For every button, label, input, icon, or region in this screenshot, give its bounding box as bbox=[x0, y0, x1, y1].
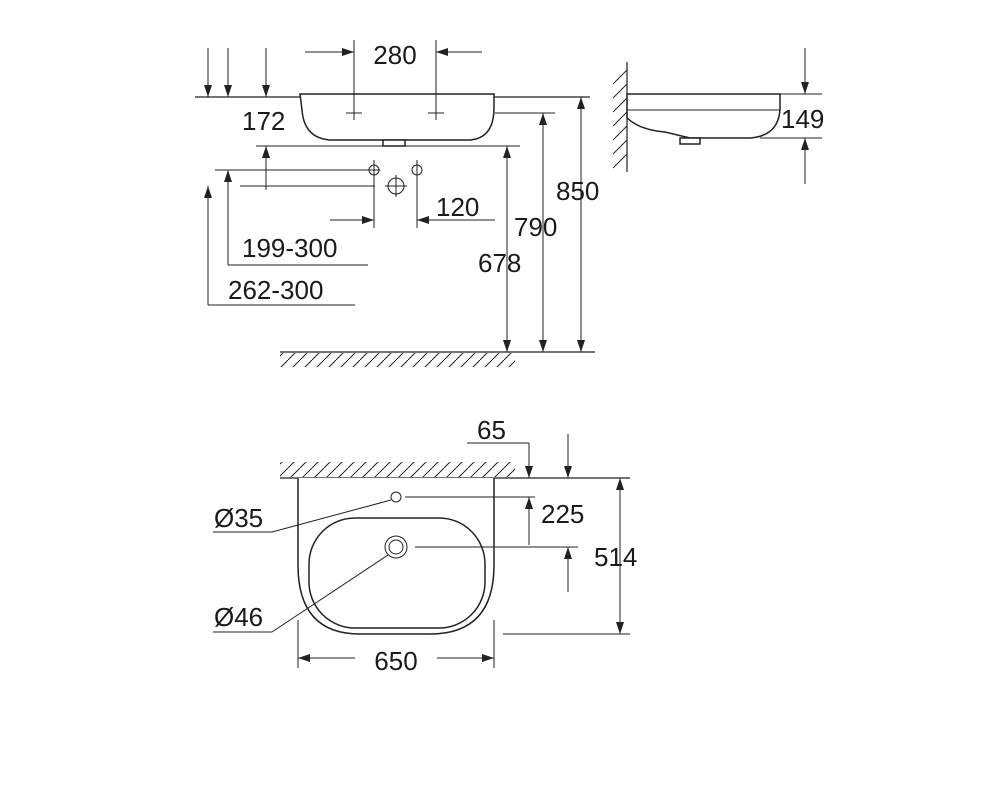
arrow bbox=[262, 85, 270, 97]
arrow bbox=[262, 146, 270, 158]
arrow bbox=[436, 48, 448, 56]
floor-hatching bbox=[280, 353, 515, 367]
dim-height-678-label: 678 bbox=[478, 248, 521, 278]
dim-tap-offset-label: 65 bbox=[477, 415, 506, 445]
arrow bbox=[482, 654, 494, 662]
dim-range-b-label: 262-300 bbox=[228, 275, 323, 305]
arrow bbox=[577, 97, 585, 109]
plan-wall-hatching bbox=[280, 462, 515, 477]
arrow bbox=[503, 340, 511, 352]
plan-view: 65 Ø35 225 Ø46 514 650 bbox=[213, 415, 637, 676]
arrow bbox=[616, 622, 624, 634]
dim-tap-drop-label: 120 bbox=[436, 192, 479, 222]
basin-front-body bbox=[299, 93, 495, 141]
arrow bbox=[539, 113, 547, 125]
front-elevation: 280 172 120 1 bbox=[195, 40, 599, 367]
dim-tap-hole-dia-label: Ø35 bbox=[214, 503, 263, 533]
basin-bowl bbox=[308, 517, 486, 629]
dim-height-850-label: 850 bbox=[556, 176, 599, 206]
dim-rim-height-label: 149 bbox=[781, 104, 824, 134]
dim-depth-rim-label: 172 bbox=[242, 106, 285, 136]
dim-tap-spacing-label: 280 bbox=[373, 40, 416, 70]
dim-d35-pointer bbox=[271, 499, 392, 533]
arrow bbox=[503, 146, 511, 158]
dim-drain-dia-label: Ø46 bbox=[214, 602, 263, 632]
arrow bbox=[362, 216, 374, 224]
dim-range-a-label: 199-300 bbox=[242, 233, 337, 263]
wall-connection-symbol bbox=[215, 160, 423, 228]
arrow bbox=[224, 85, 232, 97]
arrow bbox=[564, 466, 572, 478]
dim-height-790-label: 790 bbox=[514, 212, 557, 242]
arrow bbox=[525, 497, 533, 509]
arrow bbox=[298, 654, 310, 662]
drain-stub bbox=[382, 139, 406, 147]
dim-d46-pointer bbox=[271, 554, 389, 633]
side-drain-stub bbox=[679, 137, 701, 145]
dim-drain-offset-label: 225 bbox=[541, 499, 584, 529]
drain-outer bbox=[384, 535, 408, 559]
basin-side-profile bbox=[626, 93, 781, 139]
arrow bbox=[801, 138, 809, 150]
arrow bbox=[616, 478, 624, 490]
arrow bbox=[801, 82, 809, 94]
arrow bbox=[525, 466, 533, 478]
dim-depth-label: 514 bbox=[594, 542, 637, 572]
wall-hatching bbox=[612, 69, 628, 169]
tap-hole bbox=[390, 491, 402, 503]
arrow bbox=[204, 85, 212, 97]
arrow bbox=[417, 216, 429, 224]
arrow bbox=[342, 48, 354, 56]
tap-hole-marker-right bbox=[428, 106, 444, 120]
dim-width-label: 650 bbox=[374, 646, 417, 676]
arrow bbox=[577, 340, 585, 352]
arrow bbox=[224, 170, 232, 182]
drain-inner bbox=[388, 539, 404, 555]
tap-hole-marker-left bbox=[346, 106, 362, 120]
arrow bbox=[539, 340, 547, 352]
arrow bbox=[204, 186, 212, 198]
side-profile-view: 149 bbox=[612, 48, 824, 184]
arrow bbox=[564, 547, 572, 559]
